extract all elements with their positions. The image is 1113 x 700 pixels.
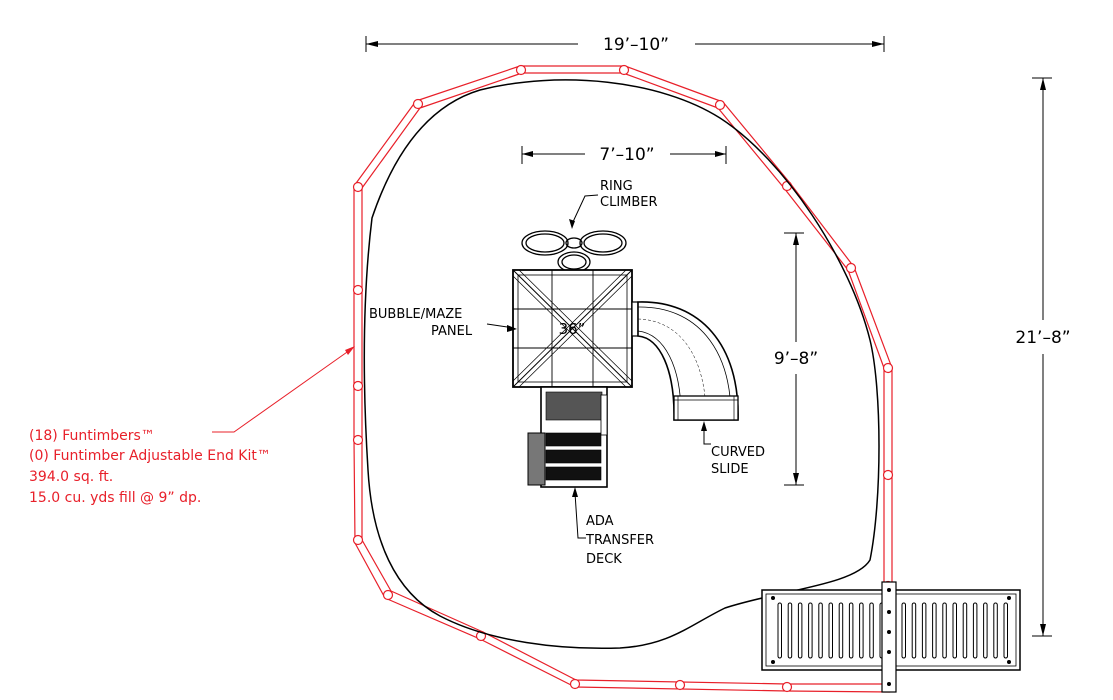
overall-height-label: 21’–8” — [1015, 328, 1070, 348]
ramp-slot — [777, 602, 782, 659]
timber-joint — [674, 679, 686, 691]
timber-joint — [781, 681, 793, 693]
ramp-slot — [983, 602, 988, 659]
curved-slide-label-line2: SLIDE — [711, 462, 749, 477]
notes-line-fill: 15.0 cu. yds fill @ 9” dp. — [29, 490, 201, 506]
timber-joint — [882, 469, 894, 481]
ramp-slot — [808, 602, 813, 659]
overall-width-label: 19’–10” — [603, 35, 669, 55]
curved-slide-label-line1: CURVED — [711, 445, 765, 460]
ramp-slot — [911, 602, 917, 659]
ramp-bolt — [887, 610, 891, 614]
ramp-bolt — [887, 630, 891, 634]
bubble-panel-arrow — [507, 325, 517, 332]
timber-joint — [352, 181, 364, 193]
timber-joint — [412, 98, 424, 110]
timber-joint — [382, 589, 394, 601]
ramp-bolt — [887, 650, 891, 654]
ring-climber — [521, 230, 627, 273]
timber-joint — [618, 64, 630, 76]
timber-joint — [569, 678, 581, 690]
structure-depth-label: 9’–8” — [774, 349, 818, 369]
dim-overall-height — [1032, 77, 1052, 637]
ramp-slot — [838, 602, 844, 659]
deck-height-label: 36” — [559, 320, 586, 338]
ramp-slot — [901, 602, 906, 659]
ring-climber-arrow — [569, 219, 575, 229]
ramp-slot — [848, 602, 854, 659]
timber-joints — [352, 64, 894, 693]
ramp-bolt — [771, 660, 775, 664]
deck-structure — [512, 269, 633, 388]
ramp-slot — [952, 602, 957, 659]
ramp-center-post — [881, 581, 897, 693]
notes-leader — [212, 346, 355, 433]
dim-structure-depth — [784, 232, 804, 486]
timber-joint — [515, 64, 527, 76]
access-ramp — [761, 581, 1021, 693]
ramp-bolt — [1007, 596, 1011, 600]
structure-width-label: 7’–10” — [599, 145, 654, 165]
timber-joint — [352, 434, 364, 446]
ramp-bolt — [887, 682, 891, 686]
ring-climber-label-line1: RING — [600, 179, 633, 194]
timber-joint — [781, 180, 793, 192]
ramp-slot — [972, 602, 978, 659]
notes-line-area: 394.0 sq. ft. — [29, 469, 113, 485]
ramp-slot — [962, 602, 968, 659]
ramp-slot — [818, 602, 823, 659]
ada-label-line1: ADA — [586, 514, 614, 529]
ring-climber-label-line2: CLIMBER — [600, 195, 658, 210]
ramp-bolt — [887, 588, 891, 592]
ada-label-line3: DECK — [586, 552, 622, 567]
ada-arrow — [572, 487, 578, 497]
ramp-slot — [921, 602, 927, 659]
ramp-bolt — [1007, 660, 1011, 664]
timber-joint — [714, 99, 726, 111]
ring-climber-leader — [571, 194, 599, 225]
ramp-slot — [869, 602, 874, 659]
curved-slide-leader — [703, 426, 711, 445]
ramp-slot — [828, 602, 833, 659]
bubble-panel-label-line2: PANEL — [431, 324, 473, 339]
ada-leader — [574, 492, 586, 539]
material-notes: (18) Funtimbers™ (0) Funtimber Adjustabl… — [29, 428, 271, 506]
bubble-panel-label-line1: BUBBLE/MAZE — [369, 307, 462, 322]
curved-slide — [631, 301, 739, 421]
timber-joint — [845, 262, 857, 274]
ramp-slot — [932, 602, 937, 659]
ramp-slot — [993, 602, 998, 659]
ramp-slots — [777, 602, 1008, 659]
timber-joint — [882, 362, 894, 374]
notes-line-timbers: (18) Funtimbers™ — [29, 428, 155, 444]
leader-lines — [486, 194, 711, 539]
notes-line-end-kit: (0) Funtimber Adjustable End Kit™ — [29, 448, 271, 464]
ramp-bolt — [771, 596, 775, 600]
dim-structure-width — [521, 146, 727, 164]
ada-transfer-deck — [527, 386, 608, 488]
use-zone-outline — [363, 79, 880, 650]
ada-label-line2: TRANSFER — [585, 533, 654, 548]
ramp-slot — [787, 602, 793, 659]
ramp-slot — [859, 602, 864, 659]
ramp-slot — [1003, 602, 1008, 659]
dim-overall-width — [365, 36, 885, 52]
ramp-slot — [942, 602, 947, 659]
timber-joint — [352, 380, 364, 392]
timber-joint — [352, 534, 364, 546]
timber-joint — [352, 284, 364, 296]
curved-slide-arrow — [701, 421, 707, 431]
ramp-slot — [797, 602, 803, 659]
